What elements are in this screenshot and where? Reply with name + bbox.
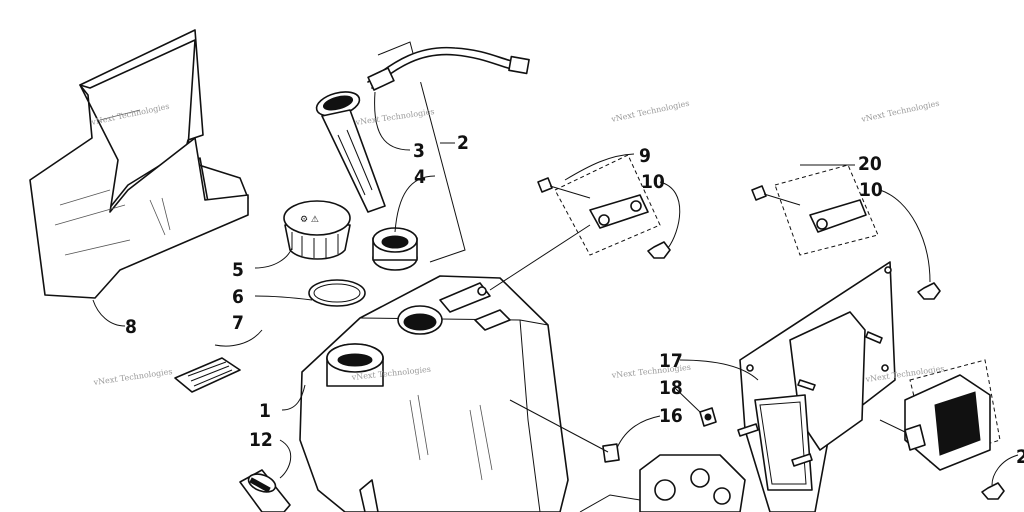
callout-10-upper-right: 10 bbox=[859, 179, 883, 201]
part-4-grommet bbox=[372, 227, 418, 271]
callout-2: 2 bbox=[457, 132, 469, 154]
callout-6: 6 bbox=[232, 286, 244, 308]
callout-3: 3 bbox=[413, 140, 425, 162]
part-6-o-ring bbox=[308, 279, 366, 307]
callout-10-upper-left: 10 bbox=[641, 171, 665, 193]
callout-16: 16 bbox=[659, 405, 683, 427]
part-8-shield bbox=[29, 29, 249, 299]
part-5-cap: ⚙ ⚠ bbox=[283, 200, 351, 260]
callout-8: 8 bbox=[125, 316, 137, 338]
part-16-decal bbox=[602, 443, 620, 463]
leader-lines bbox=[92, 91, 1019, 486]
watermark-3: vNext Technologies bbox=[610, 99, 691, 125]
callout-20: 20 bbox=[858, 153, 882, 175]
callout-18: 18 bbox=[659, 377, 683, 399]
svg-text:⚙ ⚠: ⚙ ⚠ bbox=[300, 215, 319, 225]
part-module-right bbox=[879, 359, 1005, 500]
callout-2-right: 2 bbox=[1016, 446, 1024, 468]
callout-12: 12 bbox=[249, 429, 273, 451]
callout-9: 9 bbox=[639, 145, 651, 167]
part-7-decal bbox=[174, 357, 241, 393]
part-9-bracket-assembly bbox=[537, 154, 671, 259]
watermark-5: vNext Technologies bbox=[92, 367, 173, 387]
part-1-fuel-tank bbox=[299, 275, 569, 512]
callout-1: 1 bbox=[259, 400, 271, 422]
part-18-bolt bbox=[699, 407, 717, 427]
part-17-mount-plate bbox=[737, 261, 896, 512]
part-bottom-component bbox=[579, 454, 746, 512]
callout-7: 7 bbox=[232, 312, 244, 334]
part-12-strap bbox=[239, 469, 291, 512]
callout-4: 4 bbox=[414, 166, 426, 188]
watermark-2: vNext Technologies bbox=[354, 107, 435, 127]
callouts: 1 2 3 4 5 6 7 8 9 10 10 12 16 17 18 20 2 bbox=[125, 132, 1024, 468]
watermark-4: vNext Technologies bbox=[860, 99, 941, 125]
part-2-sender bbox=[315, 41, 530, 263]
callout-5: 5 bbox=[232, 259, 244, 281]
part-20-bracket-assembly bbox=[751, 164, 941, 300]
callout-17: 17 bbox=[659, 350, 683, 372]
watermark-1: vNext Technologies bbox=[90, 102, 171, 128]
